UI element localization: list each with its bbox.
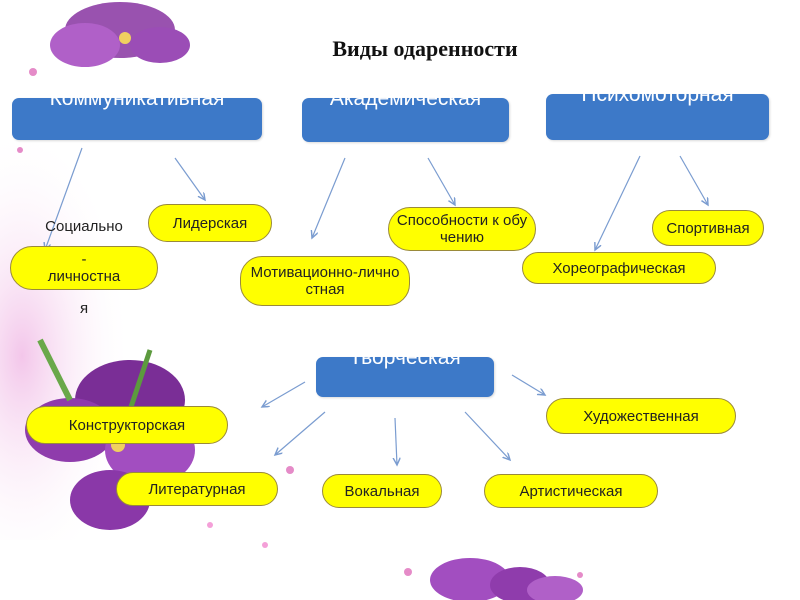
leaf-art: Художественная — [546, 398, 736, 434]
leaf-choreographic-label: Хореографическая — [552, 259, 686, 277]
leaf-learning-ability-label: Способности к обучению — [396, 212, 528, 246]
leaf-constructive: Конструкторская — [26, 406, 228, 444]
leaf-leadership: Лидерская — [148, 204, 272, 242]
leaf-social-personal-line1: Социально — [45, 218, 123, 235]
leaf-motivational: Мотивационно-личностная — [240, 256, 410, 306]
leaf-vocal: Вокальная — [322, 474, 442, 508]
leaf-social-personal-line2: - — [81, 251, 87, 268]
flower-bottom-right-icon — [430, 558, 583, 600]
leaf-social-personal-line3: личностна — [47, 268, 121, 285]
leaf-constructive-label: Конструкторская — [68, 416, 186, 434]
leaf-choreographic: Хореографическая — [522, 252, 716, 284]
category-creative: Творческая — [316, 347, 494, 397]
category-psychomotor-label: Психомоторная — [581, 83, 734, 106]
category-psychomotor: Психомоторная — [546, 84, 769, 140]
category-creative-label: Творческая — [349, 346, 461, 369]
leaf-artistic: Артистическая — [484, 474, 658, 508]
leaf-art-label: Художественная — [583, 407, 699, 425]
leaf-leadership-label: Лидерская — [172, 214, 248, 232]
arrow-creative-artistic — [464, 411, 510, 460]
arrow-creative-constructive — [262, 381, 306, 407]
flower-top-left-icon — [50, 2, 190, 67]
leaf-social-personal-top: Социально — [24, 218, 144, 235]
leaf-social-personal-line4: я — [79, 300, 89, 317]
arrow-communicative-social — [45, 147, 83, 250]
arrow-academic-learning — [427, 157, 455, 205]
arrow-creative-art — [511, 374, 545, 395]
leaf-learning-ability: Способности к обучению — [388, 207, 536, 251]
page-title: Виды одаренности — [332, 36, 518, 61]
leaf-vocal-label: Вокальная — [344, 482, 420, 500]
arrow-communicative-leadership — [174, 157, 205, 200]
leaf-sports: Спортивная — [652, 210, 764, 246]
arrow-psychomotor-choreographic — [595, 155, 641, 250]
leaf-literary: Литературная — [116, 472, 278, 506]
category-communicative: Коммуникативная — [12, 88, 262, 140]
leaf-sports-label: Спортивная — [666, 219, 750, 237]
arrow-creative-literary — [275, 411, 326, 455]
leaf-artistic-label: Артистическая — [519, 482, 623, 500]
arrow-creative-vocal — [395, 417, 397, 465]
leaf-motivational-label: Мотивационно-личностная — [250, 264, 400, 298]
leaf-social-personal: - личностна — [10, 246, 158, 290]
category-academic: Академическая — [302, 88, 509, 142]
leaf-social-personal-bottom: я — [24, 300, 144, 317]
arrow-academic-motivational — [312, 157, 346, 238]
leaf-literary-label: Литературная — [148, 480, 246, 498]
category-academic-label: Академическая — [329, 87, 482, 110]
arrow-psychomotor-sports — [679, 155, 708, 205]
category-communicative-label: Коммуникативная — [49, 87, 225, 110]
